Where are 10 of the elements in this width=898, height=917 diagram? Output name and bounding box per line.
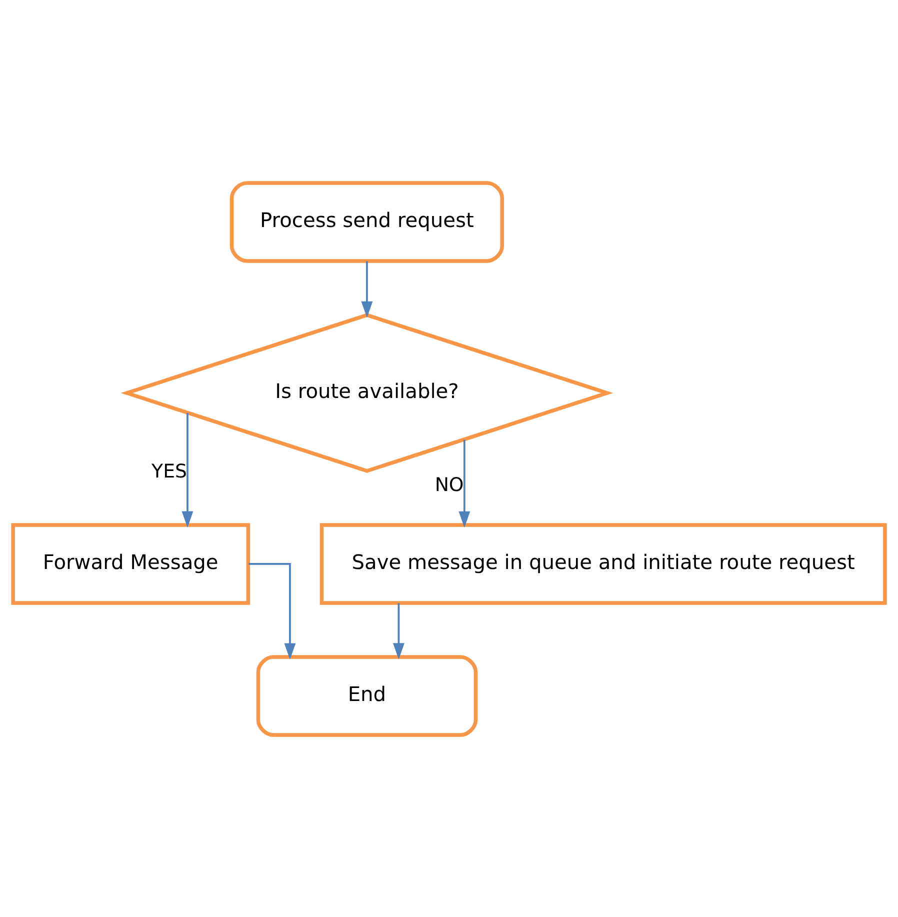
- arrow: [392, 602, 404, 660]
- arrow: [458, 439, 470, 528]
- edge-label: NO: [434, 474, 464, 496]
- arrow: [182, 412, 194, 528]
- arrow: [248, 562, 296, 660]
- node-box: Save message in queue and initiate route request: [320, 522, 887, 604]
- arrow: [361, 260, 373, 318]
- node-box: End: [256, 654, 478, 736]
- node-box: Forward Message: [11, 522, 250, 604]
- node-box: Process send request: [230, 180, 504, 262]
